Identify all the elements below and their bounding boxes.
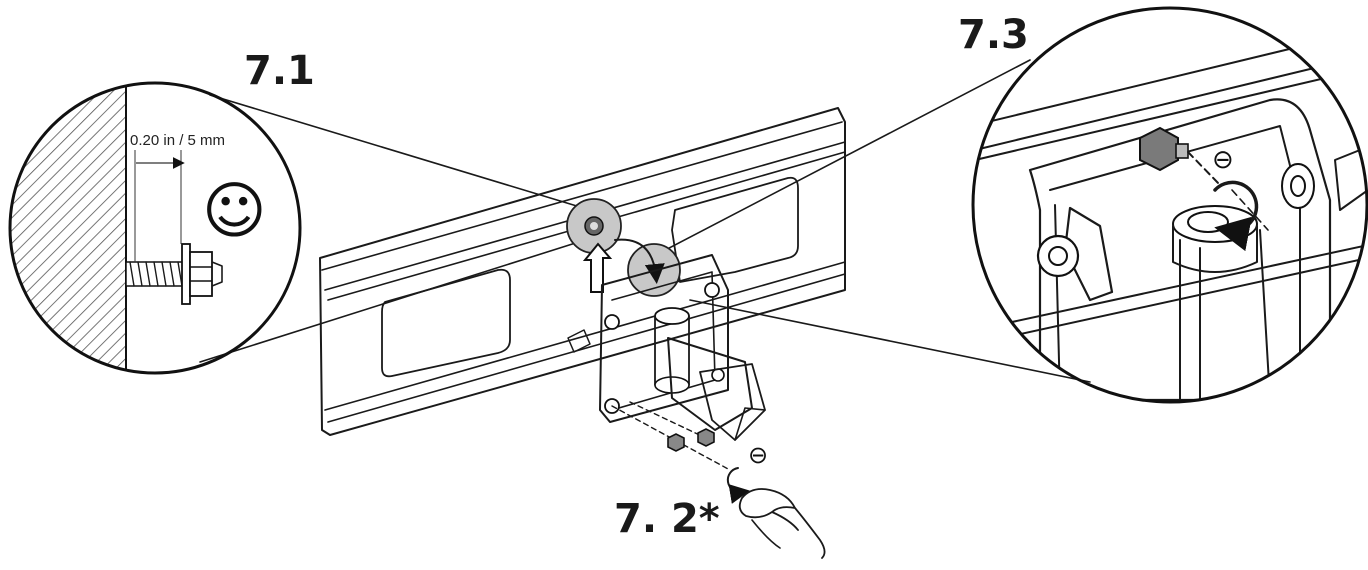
loosen-minus-symbol-detail: ⊖ xyxy=(1212,145,1234,175)
step-label-7-2: 7. 2* xyxy=(614,496,720,542)
rotate-counterclockwise-icon-detail xyxy=(1213,180,1259,252)
screw-thread xyxy=(125,261,185,287)
screw-flange xyxy=(181,243,191,305)
nut-detail xyxy=(1139,126,1189,172)
screw-highlight xyxy=(566,198,622,254)
nut-lower-left xyxy=(667,433,685,452)
wall-plate xyxy=(319,107,846,436)
transfer-arrow xyxy=(614,238,665,284)
arm-bracket xyxy=(599,254,766,441)
screw-head xyxy=(189,251,213,297)
nut-lower-right xyxy=(697,428,715,447)
step-label-7-1: 7.1 xyxy=(244,48,315,94)
dimension-label: 0.20 in / 5 mm xyxy=(130,132,225,149)
callout-lines xyxy=(199,59,1091,383)
up-arrow-icon xyxy=(582,242,613,293)
rotate-counterclockwise-icon xyxy=(726,467,750,504)
detail-circle-7-3: ⊖ xyxy=(971,6,1368,404)
step-label-7-3: 7.3 xyxy=(958,12,1029,58)
smiley-icon: ☺ xyxy=(202,174,267,247)
loosen-minus-symbol-lower: ⊖ xyxy=(748,441,768,469)
detail-circle-7-1: 0.20 in / 5 mm ☺ xyxy=(8,81,302,375)
hand-illustration xyxy=(738,488,826,559)
